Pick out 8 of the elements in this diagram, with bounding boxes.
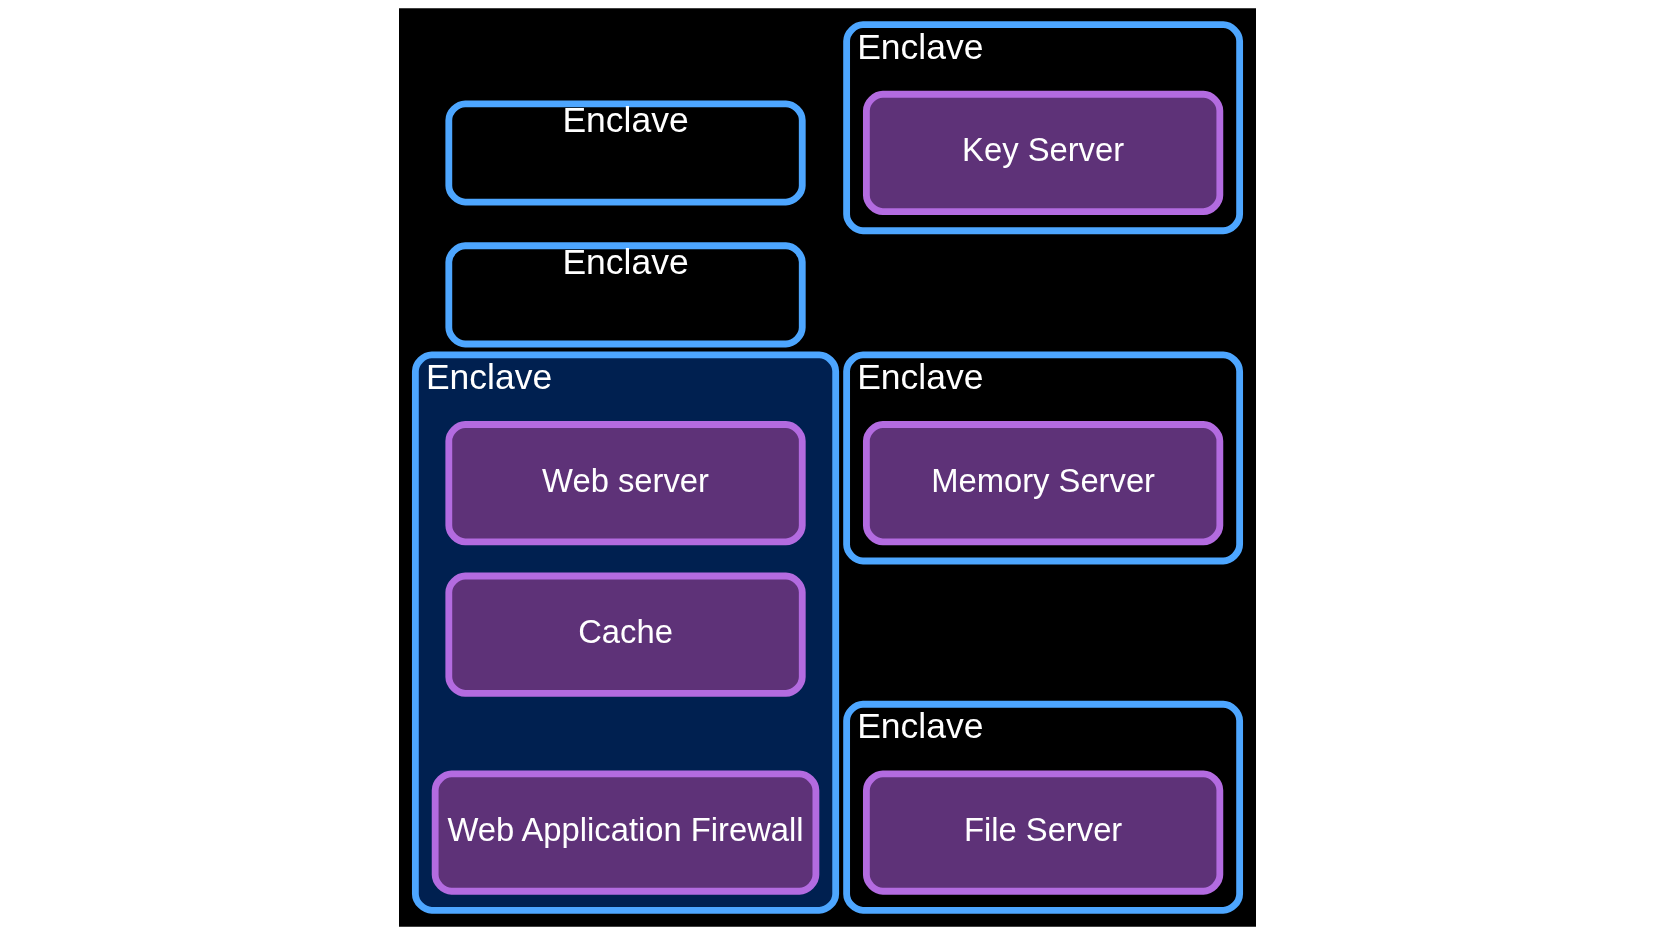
node-box: Enclave (445, 100, 806, 206)
node-box: Memory Server (863, 421, 1224, 546)
node-box: Key Server (863, 90, 1224, 216)
node-box: Web server (445, 421, 806, 546)
node-box: Cache (445, 572, 806, 697)
node-box: Web Application Firewall (431, 770, 820, 895)
node-box: Enclave (445, 242, 806, 348)
node-box: File Server (863, 770, 1224, 895)
